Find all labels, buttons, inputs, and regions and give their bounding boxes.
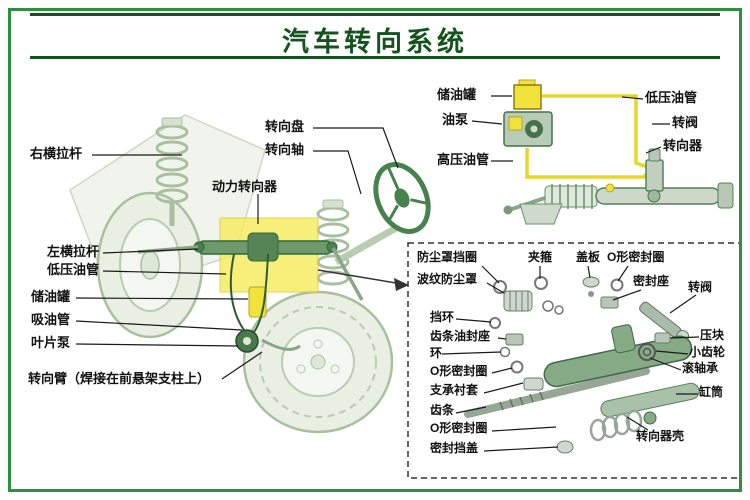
exp-label-cover-plate: 盖板	[576, 250, 601, 264]
exp-label-seal-cap: 密封挡盖	[430, 441, 479, 455]
leader-lines	[75, 95, 700, 452]
exp-label-gear-housing: 转向器壳	[636, 429, 685, 443]
label-oil-reservoir: 储油罐	[31, 289, 71, 304]
label-steering-wheel: 转向盘	[265, 119, 305, 134]
exp-label-cylinder-tube: 缸筒	[699, 385, 724, 399]
exp-label-o-ring-2: O形密封圈	[430, 364, 488, 378]
exp-label-ring: 环	[430, 346, 443, 360]
page-title: 汽车转向系统	[282, 27, 468, 57]
exp-label-bellows: 波纹防尘罩	[417, 272, 478, 286]
label-power-steering-gear: 动力转向器	[212, 179, 278, 194]
exp-label-o-ring-1: O形密封圈	[607, 250, 665, 264]
exp-label-seal-seat: 密封座	[633, 274, 670, 288]
label-left-tie-rod: 左横拉杆	[47, 244, 100, 259]
label-suction-pipe: 吸油管	[31, 312, 71, 327]
pump-label-oil-reservoir: 储油罐	[437, 87, 477, 102]
label-steering-shaft: 转向轴	[265, 142, 305, 157]
hydraulic-circuit-illustration	[503, 79, 734, 225]
exp-label-rack-oil-seal-seat: 齿条油封座	[430, 329, 491, 343]
title-divider-bottom	[30, 56, 720, 59]
pump-label-rotary-valve: 转阀	[672, 115, 699, 130]
steering-wheel-drawing	[373, 162, 431, 234]
label-right-tie-rod: 右横拉杆	[30, 146, 83, 161]
label-vane-pump: 叶片泵	[31, 335, 71, 350]
exp-label-o-ring-3: O形密封圈	[430, 421, 488, 435]
exploded-view-illustration	[317, 242, 741, 479]
pump-label-low-pressure-pipe: 低压油管	[645, 90, 698, 105]
label-low-pressure-pipe: 低压油管	[47, 262, 100, 277]
car-suspension-illustration	[69, 114, 431, 434]
exp-label-rotary-valve: 转阀	[688, 280, 713, 294]
exp-label-pinion: 小齿轮	[689, 345, 726, 359]
label-steering-arm: 转向臂（焊接在前悬架支柱上）	[28, 371, 211, 386]
pump-label-high-pressure-pipe: 高压油管	[437, 152, 490, 167]
pump-label-oil-pump: 油泵	[442, 112, 469, 127]
exp-label-press-block: 压块	[700, 328, 725, 342]
exp-label-support-bushing: 支承衬套	[430, 383, 479, 397]
exp-label-retaining-ring: 挡环	[430, 310, 455, 324]
exp-label-roller-bearing: 滚轴承	[682, 361, 719, 375]
exp-label-rack: 齿条	[430, 403, 455, 417]
pump-label-steering-gear: 转向器	[663, 138, 703, 153]
title-divider-top	[30, 13, 720, 16]
exp-label-clamp: 夹箍	[528, 250, 553, 264]
exp-label-dust-cover-ring: 防尘罩挡圈	[417, 250, 478, 264]
